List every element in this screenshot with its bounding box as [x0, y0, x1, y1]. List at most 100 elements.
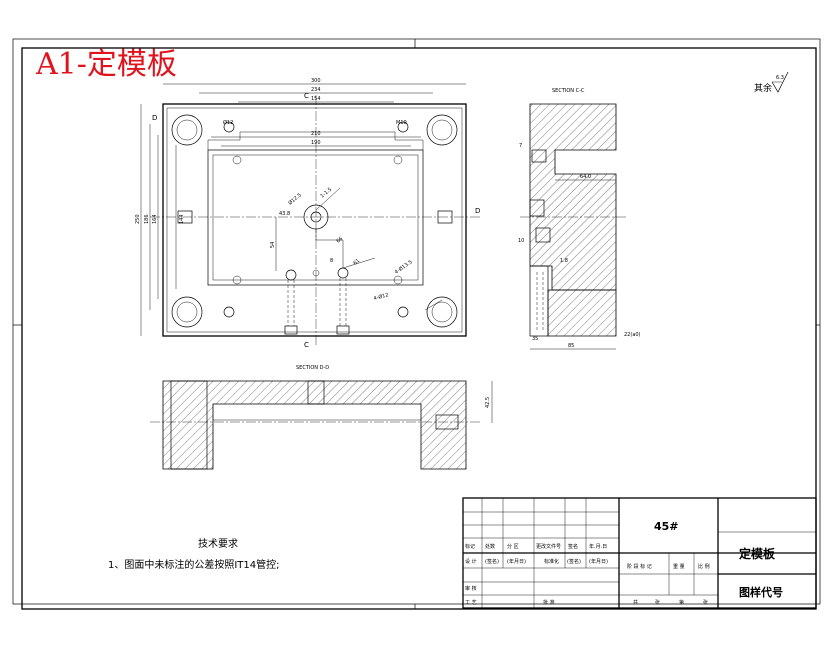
- leader-pin: [342, 257, 376, 269]
- dim-190: 190: [311, 140, 321, 146]
- dd-dim-42: 42.5: [485, 397, 491, 408]
- tb-part-name: 定模板: [739, 546, 776, 561]
- screw-hole-1: [223, 121, 235, 133]
- cut-c-top: C: [304, 92, 309, 100]
- section-dd-left-pin: [170, 380, 208, 470]
- tb-material: 45#: [654, 520, 679, 533]
- guide-hole-bl-inner: [176, 301, 198, 323]
- leader-ring-label: 1-1.5: [319, 187, 333, 200]
- tb-header-1: 标记: [465, 543, 475, 550]
- cavity-pocket: [207, 149, 424, 286]
- tech-req-heading: 技术要求: [198, 537, 238, 550]
- cut-c-bottom: C: [304, 341, 309, 349]
- tb-process: 工 艺: [465, 600, 477, 606]
- tb-design-3: (年月日): [507, 558, 526, 565]
- cc-dim-64: 64.0: [580, 174, 591, 180]
- guide-hole-bl: [171, 296, 203, 328]
- guide-hole-tr-inner: [431, 119, 453, 141]
- section-dd-label: SECTION D-D: [296, 365, 329, 371]
- leader-guide: [424, 299, 443, 311]
- tb-header-2: 处数: [485, 543, 495, 550]
- dim-43: 43.8: [279, 211, 290, 217]
- title-block: 标记 处数 分 区 更改文件号 签名 年.月.日 设 计 (签名) (年月日) …: [462, 497, 817, 609]
- tb-design-4: 标准化: [544, 558, 559, 565]
- pin-hole-2: [393, 155, 403, 165]
- guide-hole-br: [426, 296, 458, 328]
- plan-outline: [162, 103, 467, 337]
- dim-154: 154: [311, 96, 321, 102]
- dim-164: 164: [152, 214, 158, 224]
- tb-sheets-4: 张: [703, 599, 708, 606]
- dim-hole-d12: Ø12: [223, 119, 233, 126]
- plug-2: [336, 325, 350, 335]
- dim-61: 61: [352, 258, 361, 267]
- dim-54: 54: [270, 242, 276, 248]
- tb-header-3: 分 区: [507, 543, 519, 550]
- cc-dim-22: 22(a0): [624, 332, 641, 338]
- dim-144: 144: [179, 214, 185, 224]
- dim-250: 250: [135, 214, 141, 224]
- cc-dim-18: 1.8: [560, 258, 568, 264]
- guide-hole-tl: [171, 114, 203, 146]
- tb-review: 审 核: [465, 585, 477, 592]
- tb-stage-2: 重 量: [673, 563, 685, 570]
- section-cc-lower: [547, 289, 617, 337]
- dim-234: 234: [311, 87, 321, 93]
- screw-hole-2: [397, 121, 409, 133]
- section-cc-channel-1: [531, 149, 547, 163]
- pin-hole-1: [232, 155, 242, 165]
- tb-sheets-1: 共: [633, 599, 638, 606]
- plan-view: C C D D 300 234 154 210 190 250 186 164 …: [135, 78, 480, 349]
- section-dd-body: [162, 380, 467, 470]
- roughness-label: 其余: [754, 82, 772, 94]
- section-cc-channel-2: [529, 199, 545, 217]
- pocket-relief: [207, 131, 424, 150]
- dim-66: 66: [335, 236, 344, 245]
- tb-stage-3: 比 例: [698, 563, 710, 570]
- cc-dim-85: 85: [568, 343, 574, 349]
- leader-guide-label: 4-Ø12: [373, 291, 390, 302]
- cc-dim-35: 35: [532, 336, 538, 342]
- tb-header-5: 签名: [568, 543, 578, 550]
- tb-sheets-2: 张: [655, 599, 660, 606]
- plug-1: [284, 325, 298, 335]
- roughness-value: 6.3: [776, 75, 784, 81]
- section-cc-plug: [529, 265, 549, 337]
- tb-approve: 批 准: [543, 599, 555, 606]
- dim-hole-m10: M10: [396, 120, 407, 126]
- cc-dim-10: 10: [518, 238, 524, 244]
- tb-design-2: (签名): [485, 558, 499, 565]
- tb-header-4: 更改文件号: [536, 543, 561, 550]
- guide-hole-tr: [426, 114, 458, 146]
- guide-hole-br-inner: [431, 301, 453, 323]
- tb-header-6: 年.月.日: [589, 543, 607, 550]
- dim-300: 300: [311, 78, 321, 84]
- cc-dim-7: 7: [519, 143, 522, 149]
- section-cc: SECTION C-C 85 64.0 7 10 1.8 35 22(a0): [518, 88, 641, 350]
- leader-pin-label: 4-Ø13.5: [393, 258, 413, 275]
- roughness-symbol: [771, 71, 789, 93]
- pin-hole-6: [337, 267, 349, 279]
- dim-210: 210: [311, 131, 321, 137]
- dim-8: 8: [330, 258, 333, 264]
- tb-stage-1: 阶 段 标 记: [627, 563, 652, 570]
- dim-186: 186: [144, 214, 150, 224]
- cut-d-right: D: [475, 207, 480, 215]
- guide-hole-tl-inner: [176, 119, 198, 141]
- cut-d-left: D: [152, 114, 157, 122]
- drawing-title-stamp: A1-定模板: [35, 47, 177, 82]
- screw-hole-3: [223, 306, 235, 318]
- tb-drawing-code: 图样代号: [739, 585, 783, 599]
- section-cc-label: SECTION C-C: [552, 88, 585, 94]
- tb-design-1: 设 计: [465, 558, 477, 565]
- plan-inner-edge: [166, 107, 463, 333]
- section-dd-sprue: [307, 380, 325, 405]
- section-cc-channel-3: [535, 227, 551, 243]
- runner-offset: [315, 229, 344, 268]
- pin-hole-5: [285, 269, 297, 281]
- cavity-pocket-inner: [212, 154, 419, 281]
- pin-hole-4: [393, 275, 403, 285]
- inner-frame: [21, 47, 817, 610]
- tb-design-6: (年月日): [589, 558, 608, 565]
